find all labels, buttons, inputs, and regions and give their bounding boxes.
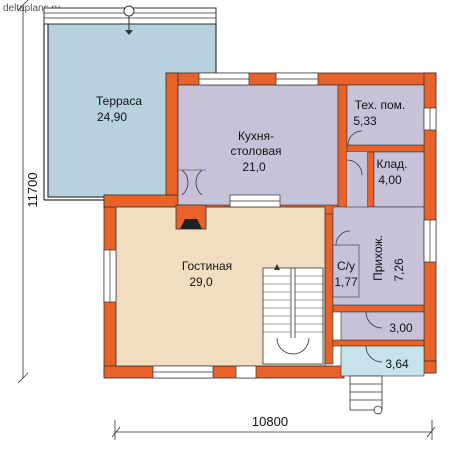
arrow-down-icon — [125, 30, 133, 35]
stair-turn — [276, 337, 310, 355]
level-marker-icon — [123, 5, 135, 17]
living-room: Гостиная 29,0 — [115, 204, 326, 367]
door-bath — [335, 230, 351, 246]
tech-room: Тех. пом. 5,33 — [346, 84, 425, 146]
door-vestibule — [365, 311, 383, 329]
kitchen: Кухня- столовая 21,0 — [177, 84, 339, 211]
vestibule-floor — [340, 311, 425, 341]
storage-name: Клад. — [376, 157, 407, 171]
kitchen-name-2: столовая — [231, 144, 282, 158]
stair-treads — [263, 275, 323, 333]
storage-room: Клад. 4,00 — [373, 151, 425, 208]
hall-name: Прихож. — [371, 235, 385, 281]
dimension-width: 10800 — [252, 414, 288, 429]
porch-steps — [349, 375, 383, 411]
bathroom-floor — [332, 244, 360, 298]
door-storage — [346, 159, 363, 176]
storage-floor — [373, 151, 425, 208]
porch: 3,64 — [340, 345, 425, 415]
bathroom: С/у 1,77 — [332, 244, 360, 298]
terrace-area: 24,90 — [97, 110, 127, 124]
door-entry — [365, 345, 383, 363]
kitchen-area: 21,0 — [242, 160, 266, 174]
kitchen-floor — [177, 84, 339, 211]
living-room-area: 29,0 — [189, 275, 213, 289]
dimension-height: 11700 — [25, 172, 40, 207]
porch-area: 3,64 — [385, 357, 409, 371]
doors — [178, 130, 383, 363]
fireplace-hearth — [180, 219, 202, 229]
door-terrace-1 — [181, 169, 189, 196]
door-tech — [347, 130, 363, 146]
stair-arrow-icon — [274, 264, 280, 270]
dimension-lines — [17, 0, 436, 440]
bathroom-area: 1,77 — [334, 275, 358, 289]
vestibule-area: 3,00 — [389, 321, 413, 335]
porch-floor — [340, 345, 425, 377]
terrace-name: Терраса — [96, 94, 142, 108]
windows — [103, 72, 437, 379]
tech-room-floor — [346, 84, 425, 146]
hall-area: 7,26 — [392, 258, 406, 282]
tech-room-name: Тех. пом. — [355, 98, 406, 112]
living-room-name: Гостиная — [182, 259, 232, 273]
kitchen-name-1: Кухня- — [238, 129, 274, 143]
door-terrace-2 — [195, 169, 203, 196]
entry-marker-icon — [373, 405, 383, 415]
tech-room-area: 5,33 — [353, 114, 377, 128]
vestibule: 3,00 — [340, 311, 425, 341]
bathroom-name: С/у — [337, 259, 355, 273]
storage-area: 4,00 — [378, 173, 402, 187]
watermark: deltaplans.ru — [3, 3, 60, 14]
